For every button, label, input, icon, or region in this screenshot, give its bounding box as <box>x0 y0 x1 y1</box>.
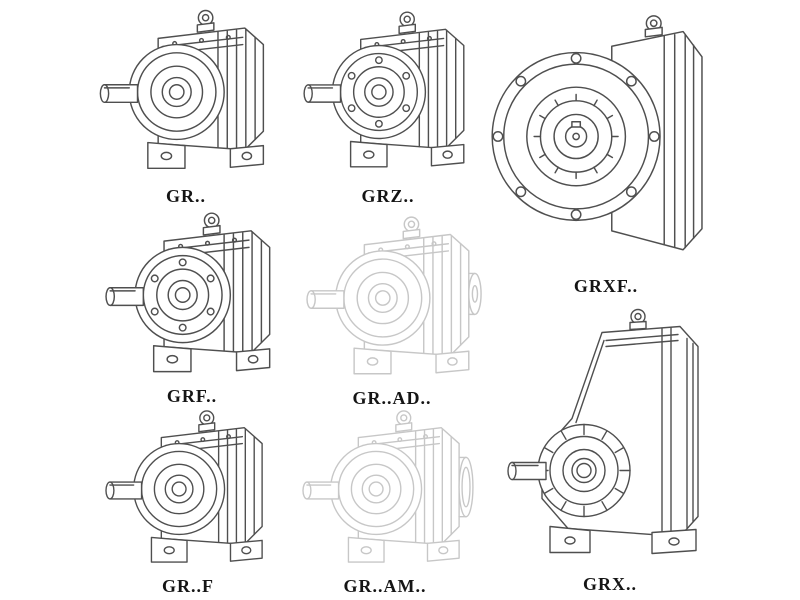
flange-front-view-gear-reducer-icon <box>491 15 703 251</box>
catalog-item-grx: GRX.. <box>490 300 730 598</box>
model-label-grz: GRZ.. <box>361 185 415 206</box>
model-label-gr: GR.. <box>166 185 206 206</box>
model-label-grx: GRX.. <box>583 573 637 594</box>
model-label-gram: GR..AM.. <box>343 575 427 596</box>
catalog-item-grxf: GRXF.. <box>488 2 724 300</box>
large-foot-mounted-gear-reducer-icon <box>507 308 699 555</box>
gear-reducer-motor-adapter-icon <box>285 406 485 572</box>
model-label-grad: GR..AD.. <box>352 387 432 408</box>
catalog-item-grad: GR..AD.. <box>292 212 492 412</box>
model-label-grff: GR..F <box>162 575 214 596</box>
catalog-item-gram: GR..AM.. <box>285 406 485 600</box>
gear-reducer-input-adapter-icon <box>292 212 492 384</box>
model-label-grf: GRF.. <box>166 385 218 406</box>
foot-mounted-gear-reducer-icon <box>99 9 265 170</box>
model-label-grxf: GRXF.. <box>573 275 639 296</box>
catalog-item-gr: GR.. <box>88 2 284 210</box>
catalog-item-grz: GRZ.. <box>292 2 484 210</box>
foot-mounted-gear-reducer-icon <box>105 410 263 563</box>
foot-mounted-gear-reducer-bolted-icon <box>292 2 484 182</box>
catalog-item-grff: GR..F <box>88 406 288 600</box>
flange-mounted-gear-reducer-icon <box>92 208 292 382</box>
catalog-item-grf: GRF.. <box>92 208 292 410</box>
